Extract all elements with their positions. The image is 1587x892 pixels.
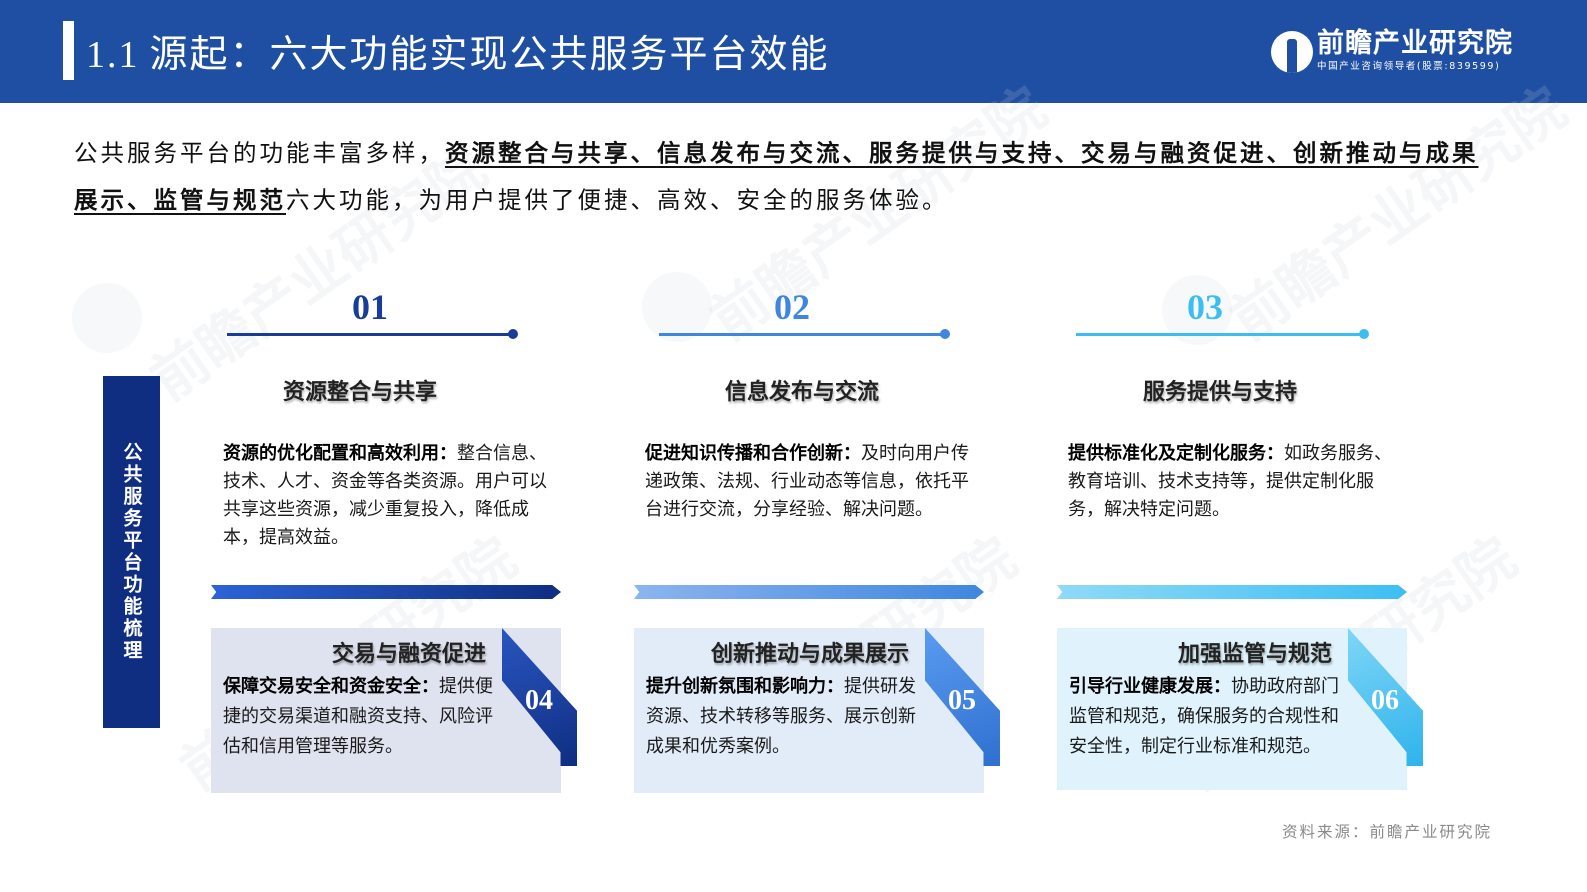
function-card-05: 05 创新推动与成果展示 提升创新氛围和影响力：提供研发资源、技术转移等服务、展… [634,628,1000,793]
item-description: 资源的优化配置和高效利用：整合信息、技术、人才、资金等各类资源。用户可以共享这些… [223,440,553,552]
card-lead: 引导行业健康发展： [1069,676,1231,697]
brand-logo: 前瞻产业研究院 中国产业咨询领导者(股票:839599) [1271,28,1516,76]
title-text: 源起：六大功能实现公共服务平台效能 [149,32,830,76]
number-underline [1076,333,1366,336]
brand-name: 前瞻产业研究院 [1317,28,1513,59]
item-lead: 提供标准化及定制化服务： [1068,443,1284,464]
item-title: 信息发布与交流 [724,380,879,405]
item-text: 如政务服务、教育培训、技术支持等，提供定制化服务，解决特定问题。 [1068,443,1392,520]
arrow-divider-06 [1057,585,1407,599]
item-number: 02 [774,287,810,327]
intro-paragraph: 公共服务平台的功能丰富多样，资源整合与共享、信息发布与交流、服务提供与支持、交易… [74,130,1494,224]
item-lead: 资源的优化配置和高效利用： [223,443,457,464]
qianzhan-logo-icon [1271,31,1313,73]
item-text: 及时向用户传递政策、法规、行业动态等信息，依托平台进行交流，分享经验、解决问题。 [645,443,969,520]
arrow-divider-04 [211,585,561,599]
underline-dot [940,329,950,339]
intro-prefix: 公共服务平台的功能丰富多样， [74,139,445,167]
side-category-label: 公共服务平台功能梳理 [103,376,160,728]
card-description: 引导行业健康发展：协助政府部门监管和规范，确保服务的合规性和安全性，制定行业标准… [1069,672,1347,762]
card-text: 协助政府部门监管和规范，确保服务的合规性和安全性，制定行业标准和规范。 [1069,676,1339,757]
card-description: 保障交易安全和资金安全：提供便捷的交易渠道和融资支持、风险评估和信用管理等服务。 [223,672,501,762]
title-accent-bar [63,21,74,80]
function-card-06: 06 加强监管与规范 引导行业健康发展：协助政府部门监管和规范，确保服务的合规性… [1057,628,1423,793]
section-number: 1.1 [86,34,140,76]
card-number: 04 [525,685,553,716]
card-text: 提供研发资源、技术转移等服务、展示创新成果和优秀案例。 [646,676,916,757]
card-lead: 保障交易安全和资金安全： [223,676,439,697]
item-title: 资源整合与共享 [282,380,437,405]
card-title: 加强监管与规范 [1177,642,1332,667]
card-text: 提供便捷的交易渠道和融资支持、风险评估和信用管理等服务。 [223,676,493,757]
item-description: 提供标准化及定制化服务：如政务服务、教育培训、技术支持等，提供定制化服务，解决特… [1068,440,1398,524]
item-description: 促进知识传播和合作创新：及时向用户传递政策、法规、行业动态等信息，依托平台进行交… [645,440,975,524]
card-title: 创新推动与成果展示 [710,642,909,667]
card-title: 交易与融资促进 [331,642,486,667]
number-underline [659,333,947,336]
arrow-divider-05 [634,585,984,599]
intro-highlight: 资源整合与共享、信息发布与交流、服务提供与支持、交易与融资促进、创新推动与成果展… [74,139,1479,214]
item-title: 服务提供与支持 [1142,380,1297,405]
function-card-04: 04 交易与融资促进 保障交易安全和资金安全：提供便捷的交易渠道和融资支持、风险… [211,628,577,793]
item-text: 整合信息、技术、人才、资金等各类资源。用户可以共享这些资源，减少重复投入，降低成… [223,443,547,548]
number-underline [227,333,515,336]
brand-tagline: 中国产业咨询领导者(股票:839599) [1317,61,1501,72]
card-description: 提升创新氛围和影响力：提供研发资源、技术转移等服务、展示创新成果和优秀案例。 [646,672,924,762]
item-lead: 促进知识传播和合作创新： [645,443,861,464]
intro-suffix: 六大功能，为用户提供了便捷、高效、安全的服务体验。 [286,186,949,214]
side-label-text: 公共服务平台功能梳理 [120,442,143,662]
underline-dot [1359,329,1369,339]
card-number: 06 [1371,685,1399,716]
card-number: 05 [948,685,976,716]
underline-dot [508,329,518,339]
item-number: 01 [352,287,388,327]
card-lead: 提升创新氛围和影响力： [646,676,844,697]
watermark-logo-icon [72,283,142,353]
item-number: 03 [1187,287,1223,327]
source-note: 资料来源：前瞻产业研究院 [1281,823,1492,841]
